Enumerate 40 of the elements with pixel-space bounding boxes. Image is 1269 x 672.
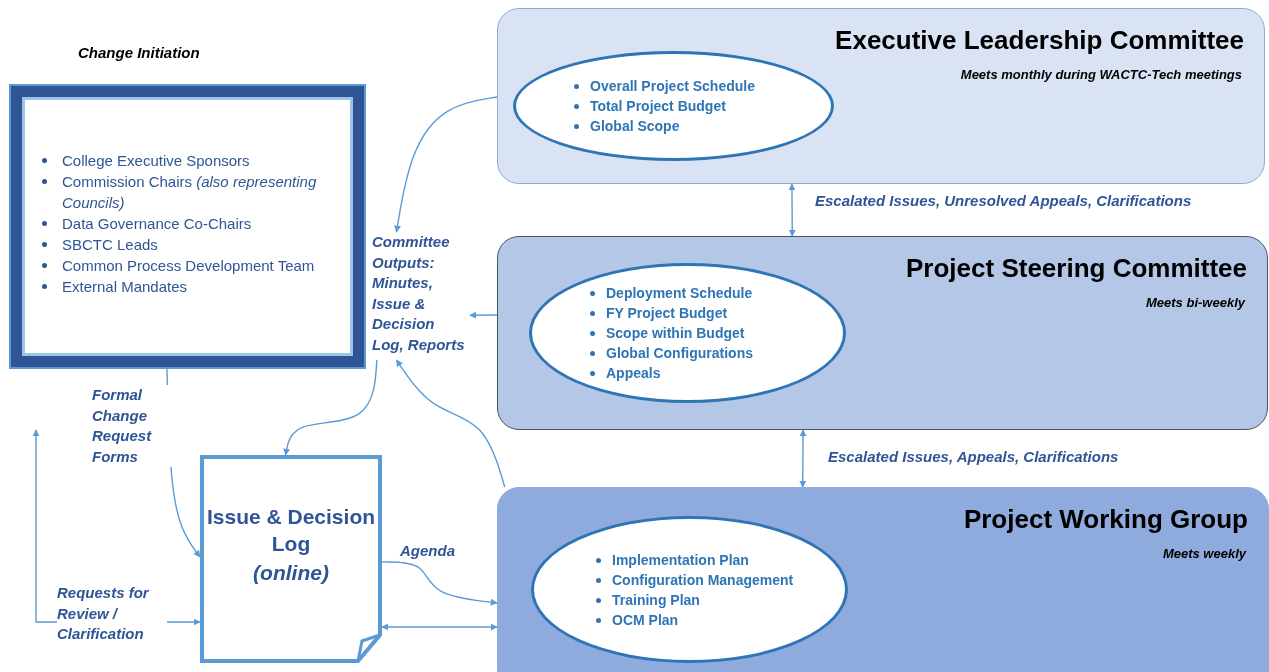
- arrow: [799, 429, 807, 488]
- committee-panel: [497, 487, 1269, 672]
- committee-panel: [497, 8, 1265, 184]
- arrow: [469, 311, 498, 319]
- bullet-text: External Mandates: [62, 278, 188, 295]
- bullet-text: Appeals: [606, 365, 661, 381]
- bullet-text: College Executive Sponsors: [62, 152, 250, 169]
- committee-title: Executive Leadership Committee: [835, 25, 1244, 56]
- bullet-text: Common Process Development Team: [62, 257, 315, 274]
- arrow: [395, 359, 506, 488]
- bullet-text: Global Scope: [590, 118, 680, 134]
- bullet-text: Training Plan: [612, 591, 700, 608]
- bullet-text: Global Configurations: [606, 345, 753, 361]
- bullet-text: Implementation Plan: [612, 551, 749, 568]
- bullet-text: Configuration Management: [612, 571, 794, 588]
- committee-panel: [497, 236, 1268, 430]
- arrow: [394, 96, 498, 233]
- committee-title: Project Steering Committee: [906, 253, 1247, 284]
- bullet-text: SBCTC Leads: [62, 236, 158, 253]
- log-subtitle: (online): [252, 560, 330, 586]
- bullet-text: Scope within Budget: [606, 325, 745, 341]
- arrow: [381, 623, 498, 631]
- outputs-text: Committee Outputs: Minutes, Issue & Decision Log, Reports: [372, 232, 466, 355]
- arrow: [381, 561, 498, 606]
- meeting-note: Meets bi-weekly: [1146, 295, 1245, 310]
- bullet-text: Deployment Schedule: [606, 285, 753, 301]
- bullet-text: Data Governance Co-Chairs: [62, 215, 252, 232]
- bullet-text: OCM Plan: [612, 611, 679, 628]
- arrow: [788, 183, 796, 237]
- meeting-note: Meets weekly: [1162, 546, 1246, 561]
- bullet-text: Commission Chairs (also representing Councils): [62, 173, 317, 211]
- bullet-text: Total Project Budget: [590, 98, 726, 114]
- arrow: [283, 359, 378, 456]
- edge-label: Formal Change Request Forms: [92, 385, 172, 467]
- bullet-text: Overall Project Schedule: [590, 78, 755, 94]
- bullet-text: FY Project Budget: [606, 305, 728, 321]
- heading-text: Change Initiation: [78, 44, 200, 61]
- meeting-note: Meets monthly during WACTC-Tech meetings: [960, 67, 1242, 82]
- log-title: Issue & Decision Log: [205, 504, 377, 557]
- committee-title: Project Working Group: [963, 504, 1248, 535]
